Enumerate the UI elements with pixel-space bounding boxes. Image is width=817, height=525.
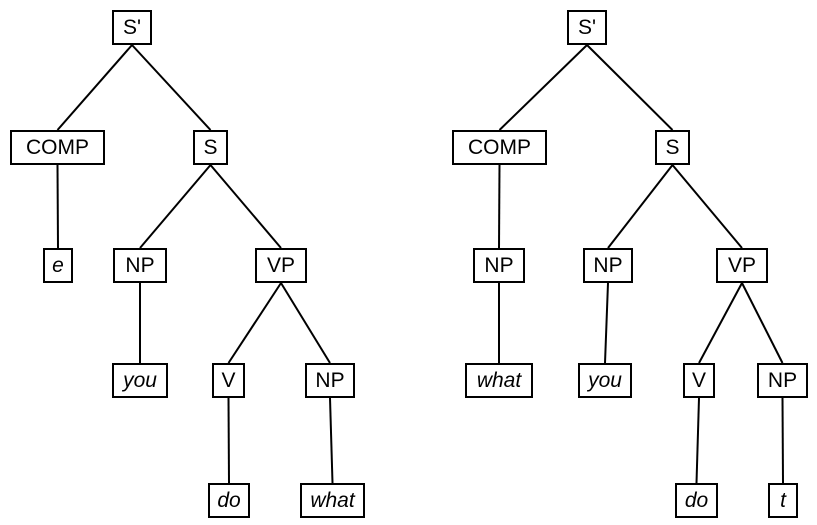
tree-edge-r-sbar-to-r-comp: [498, 44, 588, 131]
tree-node-l-sbar: S': [112, 10, 152, 45]
tree-edge-r-s-to-r-np1: [607, 164, 674, 249]
tree-node-r-do: do: [675, 483, 718, 518]
tree-edge-r-np1-to-r-you: [604, 282, 609, 364]
tree-node-l-np2: NP: [305, 363, 355, 398]
tree-node-r-np1: NP: [583, 248, 633, 283]
tree-node-l-vp: VP: [255, 248, 307, 283]
tree-node-r-t: t: [768, 483, 798, 518]
tree-edge-l-s-to-l-np1: [139, 164, 212, 249]
tree-edge-r-vp-to-r-np2: [741, 282, 784, 364]
tree-edge-r-v-to-r-do: [695, 397, 700, 484]
tree-edge-l-vp-to-l-v: [227, 282, 282, 364]
tree-node-r-np2: NP: [757, 363, 808, 398]
tree-edge-r-comp-to-r-np0: [498, 164, 501, 249]
tree-node-l-you: you: [112, 363, 168, 398]
tree-node-r-s: S: [655, 130, 690, 165]
tree-node-l-comp: COMP: [10, 130, 105, 165]
tree-node-r-sbar: S': [567, 10, 607, 45]
tree-edge-l-s-to-l-vp: [209, 164, 282, 249]
tree-node-l-do: do: [208, 483, 250, 518]
tree-edge-l-v-to-l-do: [227, 397, 230, 484]
tree-edge-l-np2-to-l-what: [329, 397, 334, 484]
tree-node-l-s: S: [193, 130, 228, 165]
tree-edge-r-vp-to-r-v: [698, 282, 743, 364]
tree-node-r-v: V: [683, 363, 715, 398]
tree-node-r-comp: COMP: [452, 130, 547, 165]
tree-edge-r-s-to-r-vp: [671, 164, 743, 249]
tree-node-r-you: you: [578, 363, 632, 398]
tree-node-l-what: what: [300, 483, 365, 518]
tree-node-r-vp: VP: [716, 248, 768, 283]
tree-edge-l-sbar-to-l-s: [131, 44, 212, 131]
tree-node-r-np0: NP: [473, 248, 525, 283]
tree-edge-l-sbar-to-l-comp: [56, 44, 133, 131]
tree-edge-l-vp-to-l-np2: [280, 282, 331, 364]
tree-edge-r-sbar-to-r-s: [586, 44, 674, 131]
tree-edge-r-np2-to-r-t: [781, 397, 784, 484]
tree-node-l-v: V: [212, 363, 245, 398]
tree-node-l-np1: NP: [113, 248, 167, 283]
tree-node-r-what: what: [465, 363, 533, 398]
tree-edge-l-comp-to-l-e: [56, 164, 59, 249]
tree-node-l-e: e: [43, 248, 73, 283]
